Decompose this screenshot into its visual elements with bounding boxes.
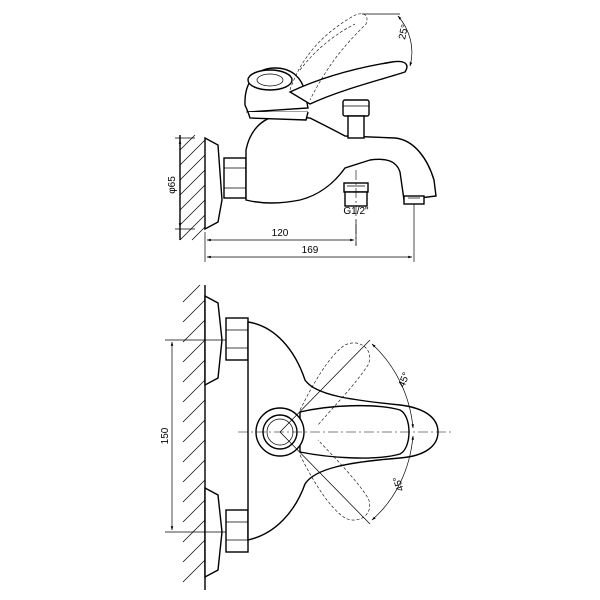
- flange-upper: [204, 294, 249, 387]
- length-short-label: 120: [272, 228, 289, 239]
- length-long-label: 169: [302, 245, 319, 256]
- angle-plan-upper-label: 45°: [397, 371, 413, 389]
- diverter-knob: [342, 99, 370, 139]
- lever-closed: [288, 60, 408, 105]
- thread-label: G1/2": [343, 206, 369, 217]
- diameter-dimension: φ65: [167, 137, 195, 230]
- wall-flange: [204, 136, 223, 231]
- wall-hatch-bottom: [182, 284, 206, 590]
- height-dimension: 150: [160, 339, 226, 533]
- lever-angle-top: 25°: [362, 13, 413, 67]
- side-view: φ65 G1/2": [167, 13, 437, 262]
- mixer-body: [245, 114, 437, 204]
- plan-lever-upper: [299, 342, 370, 426]
- plan-angle-upper: 45°: [279, 339, 414, 433]
- connector-nut: [223, 157, 247, 199]
- length-dimensions: 120 169: [204, 204, 415, 262]
- diameter-label: φ65: [167, 176, 178, 194]
- angle-plan-lower-label: 45°: [391, 475, 407, 493]
- spout-outlet: [403, 195, 425, 205]
- lever-base: [244, 67, 309, 121]
- wall-hatch-top: [179, 134, 206, 241]
- height-label: 150: [160, 427, 171, 444]
- plan-view: 45° 45° 150: [160, 284, 452, 590]
- flange-lower: [204, 486, 249, 579]
- plan-angle-lower: 45°: [279, 431, 414, 525]
- angle-top-label: 25°: [397, 24, 411, 41]
- shower-connection: G1/2": [343, 170, 369, 245]
